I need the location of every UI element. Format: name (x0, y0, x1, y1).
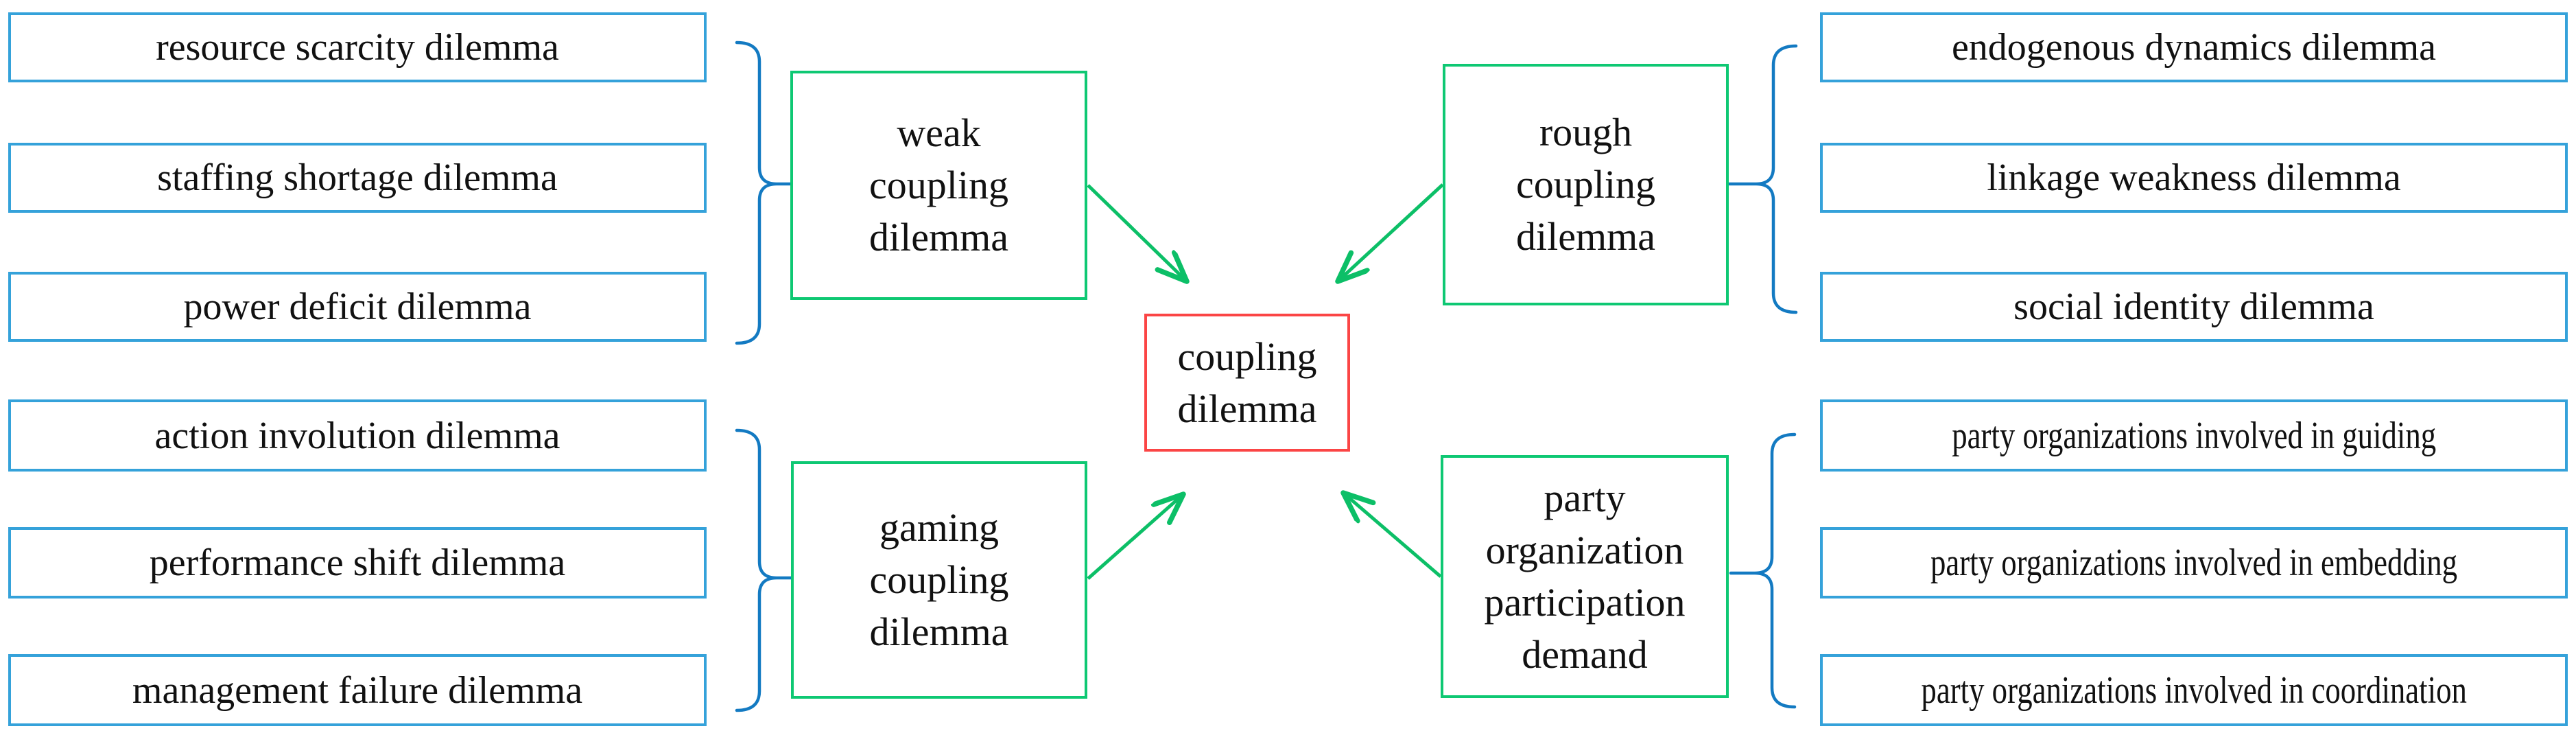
arrow-party-to-center (1343, 493, 1442, 578)
item-label: resource scarcity dilemma (156, 26, 559, 69)
item-management-failure: management failure dilemma (8, 654, 707, 726)
item-label: social identity dilemma (2013, 286, 2374, 328)
group-label-line: party (1544, 476, 1626, 520)
item-label: party organizations involved in guiding (1952, 414, 2436, 457)
item-staffing-shortage: staffing shortage dilemma (8, 143, 707, 213)
arrow-gaming-to-center (1087, 494, 1183, 580)
group-label-line: gaming (879, 505, 999, 550)
group-label-line: coupling (869, 163, 1008, 207)
item-label: power deficit dilemma (183, 286, 532, 328)
group-weak-coupling: weak coupling dilemma (790, 71, 1087, 300)
item-label: staffing shortage dilemma (157, 156, 558, 199)
group-label-line: dilemma (1516, 214, 1655, 259)
brace-left-bottom (735, 428, 793, 712)
arrow-weak-to-center (1087, 184, 1187, 281)
item-endogenous-dynamics: endogenous dynamics dilemma (1820, 12, 2568, 82)
item-resource-scarcity: resource scarcity dilemma (8, 12, 707, 82)
group-label-line: organization (1485, 528, 1684, 572)
item-linkage-weakness: linkage weakness dilemma (1820, 143, 2568, 213)
item-party-coordination: party organizations involved in coordina… (1820, 654, 2568, 726)
center-label-line: coupling (1177, 334, 1317, 379)
brace-left-top (735, 40, 792, 345)
center-coupling-dilemma: coupling dilemma (1144, 314, 1350, 452)
group-gaming-coupling: gaming coupling dilemma (791, 461, 1087, 699)
group-label-line: dilemma (869, 215, 1008, 259)
item-social-identity: social identity dilemma (1820, 272, 2568, 342)
item-party-guiding: party organizations involved in guiding (1820, 399, 2568, 472)
item-label: party organizations involved in coordina… (1921, 669, 2467, 712)
item-label: action involution dilemma (154, 414, 560, 457)
item-action-involution: action involution dilemma (8, 399, 707, 472)
item-party-embedding: party organizations involved in embeddin… (1820, 527, 2568, 598)
group-rough-coupling: rough coupling dilemma (1443, 64, 1729, 305)
item-performance-shift: performance shift dilemma (8, 527, 707, 598)
group-label-line: coupling (869, 557, 1009, 602)
item-label: linkage weakness dilemma (1987, 156, 2401, 199)
group-label-line: coupling (1516, 162, 1655, 207)
item-label: management failure dilemma (132, 669, 583, 712)
brace-right-top (1727, 44, 1798, 314)
group-label-line: participation (1484, 580, 1686, 625)
group-party-organization: party organization participation demand (1441, 455, 1729, 698)
item-power-deficit: power deficit dilemma (8, 272, 707, 342)
item-label: party organizations involved in embeddin… (1930, 542, 2458, 584)
arrow-rough-to-center (1338, 183, 1444, 281)
item-label: performance shift dilemma (149, 542, 566, 584)
brace-right-bottom (1729, 432, 1797, 709)
group-label-line: dilemma (869, 609, 1009, 654)
item-label: endogenous dynamics dilemma (1951, 26, 2437, 69)
group-label-line: weak (897, 111, 981, 155)
group-label-line: rough (1539, 110, 1633, 154)
center-label-line: dilemma (1177, 386, 1317, 431)
group-label-line: demand (1522, 632, 1648, 677)
